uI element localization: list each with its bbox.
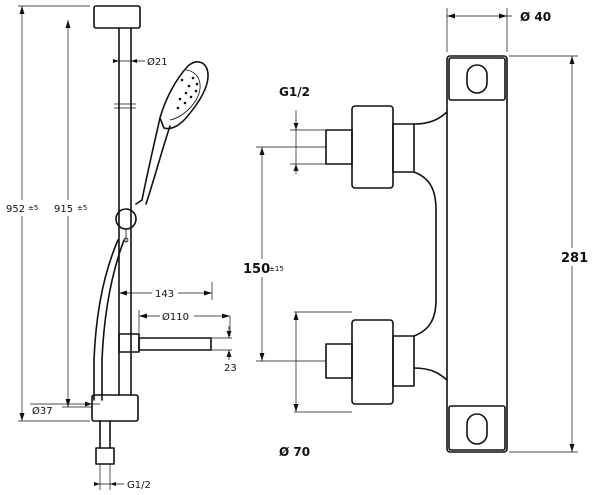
dim-bar-height-label: 915: [54, 204, 73, 215]
dim-bracket-diameter: Ø37: [30, 401, 100, 417]
dim-escutcheon-diameter: Ø 70: [279, 311, 352, 459]
dim-soap-dish-label: Ø110: [162, 311, 189, 323]
dim-bar-height: 915 ±5: [52, 20, 92, 408]
mixer-neck: [413, 111, 448, 125]
dim-hose-diameter-label: Ø21: [147, 56, 168, 68]
dim-slider-projection: 143: [118, 282, 213, 300]
dim-body-height: 281: [509, 55, 590, 453]
dim-inlet-spacing: 150 ±15: [242, 146, 326, 362]
dim-soap-dish: Ø110: [138, 310, 231, 336]
dim-body-diameter: Ø 40: [446, 8, 551, 52]
dim-inlet-thread-label: G1/2: [279, 85, 310, 99]
outlet-fitting: [95, 447, 115, 465]
mixer-body: [446, 55, 508, 453]
dim-total-height: 952 ±5: [4, 5, 90, 422]
mixer-side-view: Ø 40 G1/2 150 ±15: [242, 8, 590, 459]
dim-inlet-spacing-tol: ±15: [269, 265, 284, 273]
dim-outlet-thread-label: G1/2: [127, 480, 151, 491]
top-wall-bracket: [93, 5, 141, 29]
dim-inlet-thread: G1/2: [279, 85, 326, 174]
top-mounting-plate: [448, 57, 506, 101]
upper-inlet-connector: [325, 105, 415, 189]
dim-outlet-thread: G1/2: [94, 464, 151, 491]
dim-body-diameter-label: Ø 40: [520, 10, 551, 24]
dim-bar-height-tol: ±5: [77, 204, 87, 212]
dim-total-height-label: 952: [6, 204, 25, 215]
dim-soap-dish-height: 23: [211, 326, 237, 374]
top-mounting-slot: [466, 64, 488, 94]
bottom-wall-bracket: [91, 394, 139, 422]
dim-hose-diameter: Ø21: [113, 56, 168, 68]
lower-inlet-connector: [325, 319, 415, 405]
bottom-mounting-slot: [466, 413, 488, 445]
shower-hose: [93, 239, 119, 401]
shower-rail-view: 952 ±5 915 ±5 Ø21 143: [4, 5, 237, 491]
dim-total-height-tol: ±5: [28, 204, 38, 212]
dim-inlet-spacing-label: 150: [243, 262, 270, 277]
spray-nozzles: [176, 76, 199, 110]
dim-escutcheon-diameter-label: Ø 70: [279, 445, 310, 459]
dim-body-height-label: 281: [561, 251, 588, 266]
bottom-mounting-plate: [448, 405, 506, 451]
hand-shower: [135, 61, 209, 205]
soap-dish: [118, 333, 212, 353]
dim-soap-dish-height-label: 23: [224, 363, 237, 374]
dim-bracket-diameter-label: Ø37: [32, 405, 53, 417]
dim-slider-projection-label: 143: [155, 289, 174, 300]
